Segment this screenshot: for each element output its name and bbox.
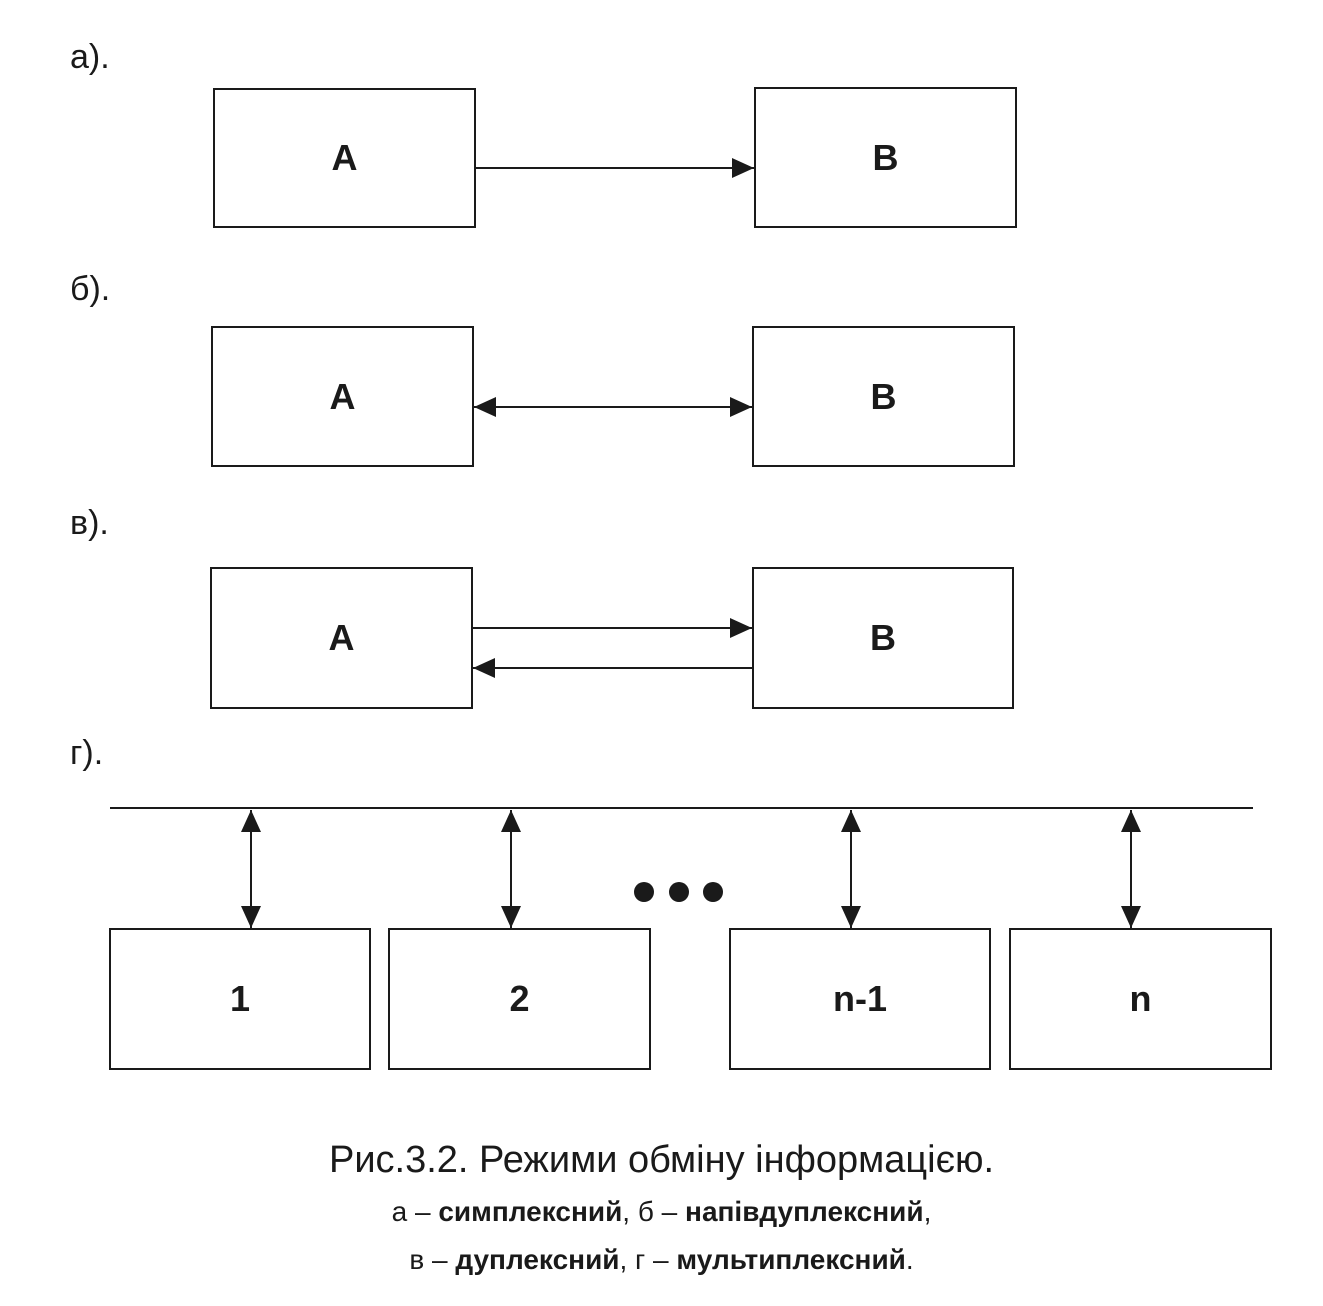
node-a-simplex: A [213,88,476,228]
node-2: 2 [388,928,651,1070]
node-a-duplex: A [210,567,473,709]
caption-text: , б – [622,1196,686,1227]
caption-mode: дуплексний [455,1244,620,1275]
node-b-half-duplex: B [752,326,1015,467]
figure-caption-line-2: в – дуплексний, г – мультиплексний. [0,1246,1323,1274]
caption-text: , [923,1196,932,1227]
node-n: n [1009,928,1272,1070]
caption-text: , г – [619,1244,677,1275]
node-b-duplex: B [752,567,1014,709]
caption-text: а – [391,1196,439,1227]
section-label-v: в). [70,504,109,542]
node-1: 1 [109,928,371,1070]
section-label-g: г). [70,734,104,772]
node-b-simplex: B [754,87,1017,228]
ellipsis-dot [634,882,654,902]
caption-text: в – [409,1244,456,1275]
figure-caption-line-1: а – симплексний, б – напівдуплексний, [0,1198,1323,1226]
node-n-1: n-1 [729,928,991,1070]
caption-mode: симплексний [438,1196,623,1227]
caption-text: . [905,1244,914,1275]
ellipsis-dot [669,882,689,902]
node-a-half-duplex: A [211,326,474,467]
ellipsis-dot [703,882,723,902]
caption-mode: мультиплексний [676,1244,906,1275]
caption-mode: напівдуплексний [685,1196,924,1227]
section-label-a: а). [70,38,110,76]
section-label-b: б). [70,270,111,308]
figure-caption-title: Рис.3.2. Режими обміну інформацією. [328,1139,995,1181]
